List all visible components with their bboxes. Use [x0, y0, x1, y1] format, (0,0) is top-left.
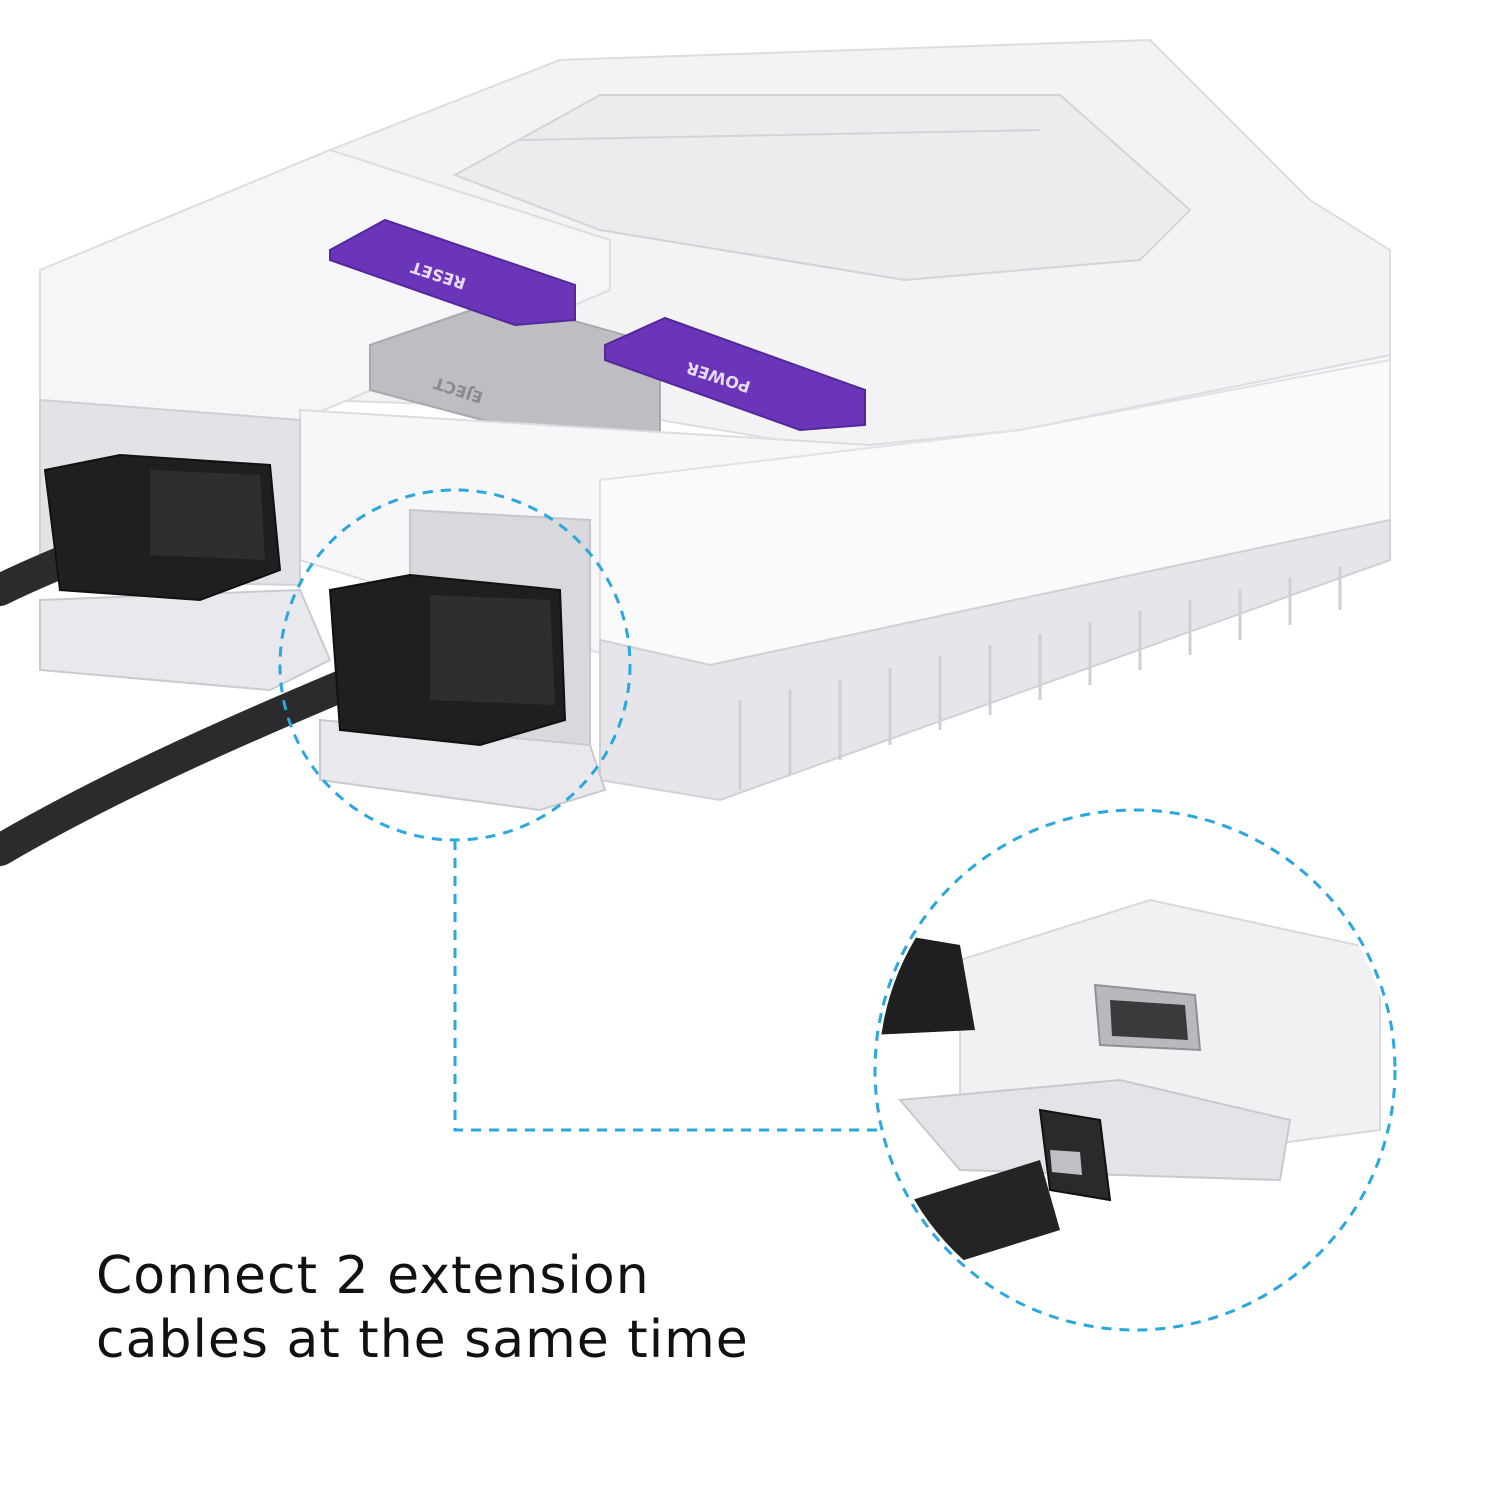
highlight-callout — [278, 488, 1397, 1332]
reset-button: RESET — [329, 218, 576, 327]
inset-plug-upper — [879, 930, 975, 1035]
highlight-circle-large — [873, 808, 1397, 1332]
port-flap-right — [319, 718, 607, 812]
power-button: POWER — [604, 316, 866, 432]
caption: Connect 2 extension cables at the same t… — [96, 1244, 896, 1372]
zoom-inset — [879, 814, 1391, 1326]
leader-line — [453, 840, 880, 1132]
cable-left — [0, 453, 282, 606]
caption-line-2: cables at the same time — [96, 1310, 749, 1370]
port-flap-left — [39, 588, 332, 692]
cable-right — [0, 573, 567, 866]
console — [39, 38, 1391, 812]
caption-line-1: Connect 2 extension — [96, 1246, 650, 1306]
base-ribs — [738, 567, 1342, 790]
